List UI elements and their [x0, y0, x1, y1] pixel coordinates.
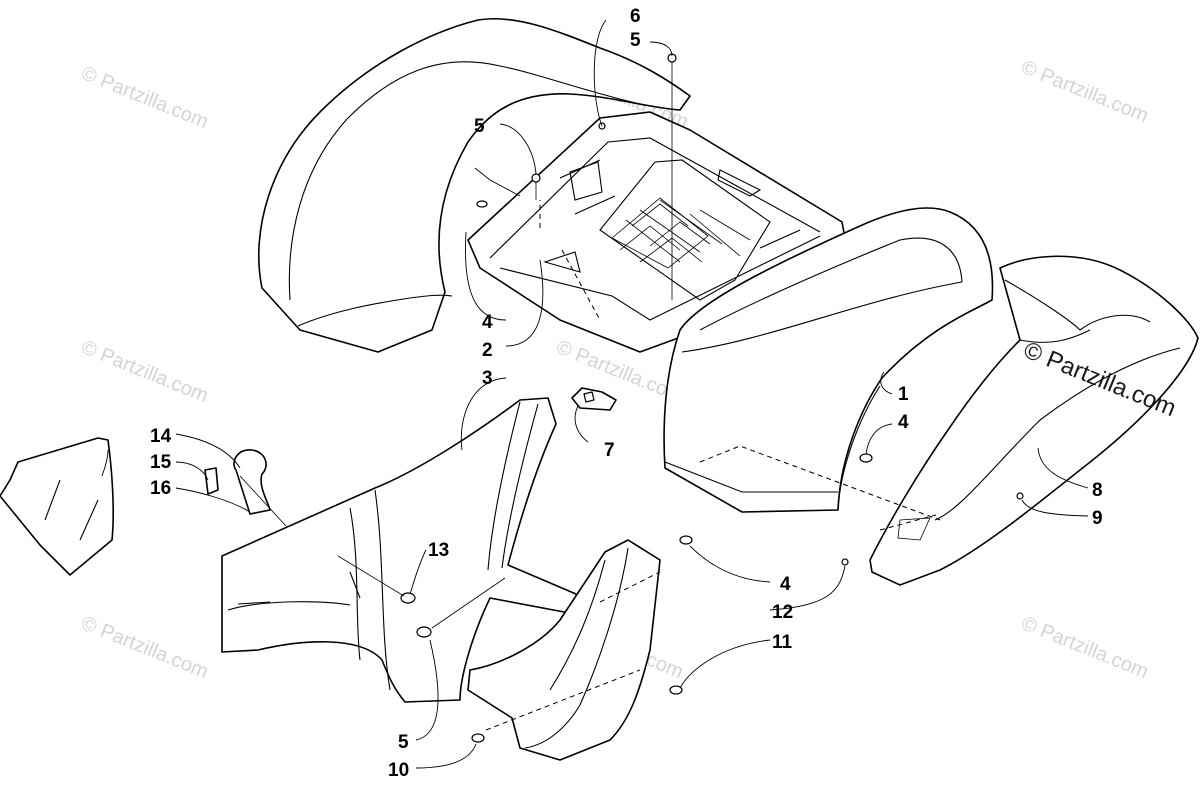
callout-9: 9: [1092, 508, 1103, 529]
watermark-text: © Partzilla.com: [1018, 56, 1151, 127]
callout-5-bottom: 5: [398, 732, 409, 753]
callout-10: 10: [388, 760, 409, 781]
hardware: [337, 53, 1024, 743]
leader-lines: [101, 19, 1089, 769]
side-cover: [0, 437, 115, 576]
callout-15: 15: [150, 452, 172, 473]
callout-6-top: 6: [630, 6, 641, 27]
watermark-text: © Partzilla.com: [78, 336, 211, 407]
callout-12: 12: [772, 602, 793, 623]
callout-3: 3: [482, 368, 493, 389]
watermark-text: © Partzilla.com: [78, 612, 211, 683]
left-side-panel: [221, 397, 591, 703]
rack-mesh: [611, 197, 751, 269]
callout-4-right: 4: [898, 412, 909, 433]
callout-4-lower: 4: [780, 574, 791, 595]
right-side-flap: [869, 255, 1199, 586]
left-rear-fender: [258, 17, 691, 353]
right-rear-fender: [663, 207, 994, 513]
lower-right-flap: [467, 539, 661, 761]
watermark-text: © Partzilla.com: [1018, 612, 1151, 683]
callouts: 6 5 5 4 2 3 1 4 7 14 15 16 13 8 9 4 12 1…: [150, 6, 1103, 781]
callout-11: 11: [772, 632, 793, 653]
callout-2: 2: [482, 340, 493, 361]
callout-8: 8: [1092, 480, 1103, 501]
clamp-bracket: [204, 449, 287, 527]
rear-rack-body: [258, 17, 994, 513]
callout-5-top: 5: [630, 30, 641, 51]
callout-1: 1: [898, 384, 909, 405]
assembly-guides: [485, 200, 941, 731]
callout-14: 14: [150, 426, 172, 447]
callout-16: 16: [150, 478, 171, 499]
callout-13: 13: [428, 540, 449, 561]
callout-4-upper: 4: [482, 312, 493, 333]
callout-5-left: 5: [474, 116, 485, 137]
watermark-text: © Partzilla.com: [78, 62, 211, 133]
callout-7: 7: [604, 440, 615, 461]
